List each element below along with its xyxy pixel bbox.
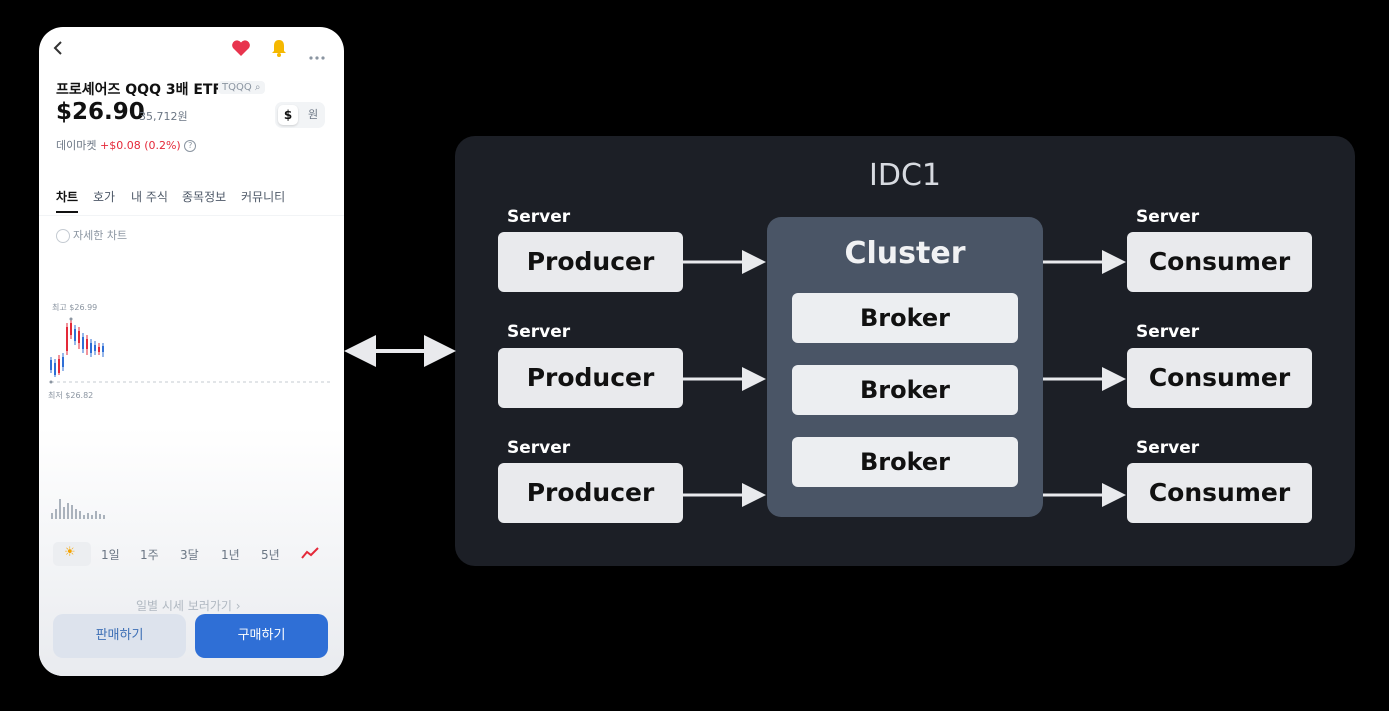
- candle: [62, 357, 64, 367]
- producer-box: Producer: [498, 348, 683, 408]
- server-label: Server: [1136, 207, 1200, 227]
- period-1y[interactable]: 1년: [221, 548, 240, 562]
- volume-bar: [67, 503, 69, 519]
- price: $26.90: [56, 99, 145, 125]
- volume-bar: [71, 505, 73, 519]
- volume-bars: [51, 499, 105, 519]
- line-chart-icon[interactable]: [301, 545, 319, 564]
- broker-box: Broker: [792, 437, 1018, 487]
- server-label: Server: [507, 207, 571, 227]
- consumer-box: Consumer: [1127, 463, 1312, 523]
- candle: [82, 337, 84, 349]
- stock-title: 프로셰어즈 QQQ 3배 ETF: [56, 82, 223, 98]
- ticker-label: TQQQ: [222, 82, 252, 93]
- volume-bar: [99, 514, 101, 519]
- volume-bar: [95, 511, 97, 519]
- candle: [78, 331, 80, 343]
- candle: [98, 347, 100, 352]
- usd-toggle[interactable]: $: [278, 105, 298, 125]
- volume-bar: [51, 513, 53, 519]
- server-label: Server: [1136, 438, 1200, 458]
- search-icon: ⌕: [254, 82, 261, 93]
- low-marker: [49, 380, 53, 384]
- server-label: Server: [507, 438, 571, 458]
- ticker-badge[interactable]: TQQQ ⌕: [218, 81, 265, 94]
- sun-icon: ☀: [64, 545, 76, 560]
- tab-indicator: [56, 211, 78, 213]
- tab-my-stock[interactable]: 내 주식: [131, 190, 168, 204]
- producer-box: Producer: [498, 463, 683, 523]
- volume-bar: [79, 511, 81, 519]
- period-1d[interactable]: 1일: [101, 548, 120, 562]
- candle: [94, 345, 96, 351]
- tab-community[interactable]: 커뮤니티: [241, 190, 286, 204]
- candle: [70, 323, 72, 335]
- volume-bar: [75, 509, 77, 519]
- period-5y[interactable]: 5년: [261, 548, 280, 562]
- detail-chart-label: 자세한 차트: [73, 229, 128, 242]
- candle: [102, 346, 104, 352]
- daily-price-link[interactable]: 일별 시세 보러가기 ›: [136, 597, 241, 614]
- daily-price-label: 일별 시세 보러가기: [136, 599, 232, 613]
- divider: [39, 215, 344, 216]
- candle: [86, 339, 88, 349]
- chevron-right-icon: ›: [235, 599, 241, 613]
- detail-chart-toggle[interactable]: 자세한 차트: [56, 227, 127, 243]
- volume-bar: [55, 509, 57, 519]
- consumer-box: Consumer: [1127, 348, 1312, 408]
- idc-title: IDC1: [869, 158, 941, 193]
- price-krw: 35,712원: [139, 110, 188, 123]
- back-icon[interactable]: [51, 39, 65, 61]
- tab-info[interactable]: 종목정보: [182, 190, 227, 204]
- phone-screen: 프로셰어즈 QQQ 3배 ETF TQQQ ⌕ $26.90 35,712원 $…: [39, 27, 344, 676]
- price-chart: [49, 317, 332, 519]
- producer-box: Producer: [498, 232, 683, 292]
- server-label: Server: [507, 322, 571, 342]
- candle: [50, 360, 52, 370]
- sell-button[interactable]: 판매하기: [53, 614, 186, 658]
- volume-bar: [83, 515, 85, 519]
- period-3m[interactable]: 3달: [180, 548, 199, 562]
- tab-orderbook[interactable]: 호가: [93, 190, 116, 204]
- help-icon[interactable]: ?: [184, 140, 197, 152]
- tab-chart[interactable]: 차트: [56, 190, 79, 204]
- krw-toggle[interactable]: 원: [307, 108, 319, 121]
- currency-toggle[interactable]: $ 원: [275, 102, 325, 128]
- volume-bar: [59, 499, 61, 519]
- low-label: 최저 $26.82: [48, 391, 94, 400]
- broker-box: Broker: [792, 293, 1018, 343]
- market-change: 데이마켓 +$0.08 (0.2%) ?: [56, 137, 197, 153]
- period-realtime[interactable]: ☀: [53, 542, 91, 566]
- consumer-box: Consumer: [1127, 232, 1312, 292]
- broker-box: Broker: [792, 365, 1018, 415]
- volume-bar: [91, 515, 93, 519]
- high-label: 최고 $26.99: [52, 303, 98, 312]
- candle: [58, 359, 60, 373]
- check-icon: [56, 229, 70, 243]
- candle: [74, 329, 76, 341]
- period-1w[interactable]: 1주: [140, 548, 159, 562]
- price-change: +$0.08 (0.2%): [99, 139, 181, 152]
- server-label: Server: [1136, 322, 1200, 342]
- volume-bar: [103, 515, 105, 519]
- volume-bar: [63, 507, 65, 519]
- candle: [54, 363, 56, 375]
- cluster-title: Cluster: [844, 236, 966, 271]
- candle: [66, 327, 68, 351]
- heart-icon[interactable]: [231, 39, 251, 61]
- candles: [49, 317, 104, 384]
- market-label: 데이마켓: [56, 139, 97, 152]
- bell-icon[interactable]: [270, 38, 288, 62]
- more-icon[interactable]: [308, 46, 326, 65]
- candle: [90, 343, 92, 353]
- volume-bar: [87, 513, 89, 519]
- high-marker: [69, 317, 73, 321]
- buy-button[interactable]: 구매하기: [195, 614, 328, 658]
